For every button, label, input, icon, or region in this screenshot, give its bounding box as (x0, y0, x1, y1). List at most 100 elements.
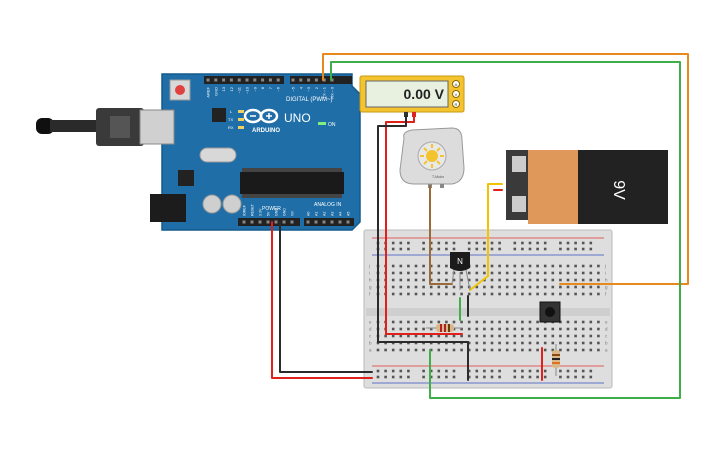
breadboard-hole[interactable] (429, 320, 433, 324)
breadboard-hole[interactable] (513, 264, 517, 268)
breadboard-hole[interactable] (559, 292, 562, 296)
breadboard-hole[interactable] (475, 241, 479, 245)
multimeter[interactable]: 0.00 V A V R (359, 75, 465, 117)
breadboard-hole[interactable] (574, 369, 577, 373)
breadboard-hole[interactable] (589, 292, 593, 296)
breadboard-hole[interactable] (467, 341, 471, 345)
breadboard-hole[interactable] (498, 327, 501, 331)
breadboard-hole[interactable] (475, 320, 479, 324)
breadboard-hole[interactable] (422, 348, 425, 352)
breadboard-hole[interactable] (490, 348, 494, 352)
header-pin[interactable] (314, 78, 318, 82)
breadboard-hole[interactable] (452, 334, 456, 338)
header-pin[interactable] (261, 78, 265, 82)
header-pin[interactable] (314, 220, 318, 224)
breadboard-hole[interactable] (513, 334, 517, 338)
header-pin[interactable] (322, 220, 326, 224)
wires[interactable] (271, 53, 689, 399)
breadboard-hole[interactable] (483, 285, 486, 289)
header-pin[interactable] (206, 78, 210, 82)
analog-header[interactable] (304, 218, 354, 226)
breadboard-hole[interactable] (559, 369, 562, 373)
battery-9v[interactable]: 9V (506, 150, 668, 224)
breadboard-hole[interactable] (437, 369, 441, 373)
breadboard-hole[interactable] (505, 292, 509, 296)
header-pin[interactable] (274, 220, 278, 224)
breadboard-hole[interactable] (429, 264, 433, 268)
breadboard-hole[interactable] (574, 334, 577, 338)
breadboard-hole[interactable] (505, 278, 509, 282)
breadboard-hole[interactable] (589, 334, 593, 338)
breadboard-hole[interactable] (574, 247, 577, 251)
breadboard-hole[interactable] (589, 285, 593, 289)
breadboard-hole[interactable] (597, 348, 600, 352)
breadboard-hole[interactable] (391, 375, 395, 379)
breadboard-hole[interactable] (414, 285, 418, 289)
breadboard-hole[interactable] (536, 271, 539, 275)
breadboard-hole[interactable] (597, 271, 600, 275)
breadboard-hole[interactable] (429, 278, 433, 282)
breadboard-hole[interactable] (559, 327, 562, 331)
breadboard-hole[interactable] (384, 369, 387, 373)
mode-button-a[interactable] (452, 80, 460, 88)
breadboard-hole[interactable] (551, 348, 555, 352)
breadboard-hole[interactable] (581, 278, 585, 282)
resistor-1[interactable] (426, 324, 462, 332)
breadboard-hole[interactable] (407, 285, 410, 289)
breadboard-hole[interactable] (498, 247, 501, 251)
breadboard-hole[interactable] (543, 334, 547, 338)
breadboard-hole[interactable] (566, 348, 570, 352)
breadboard-hole[interactable] (391, 320, 395, 324)
breadboard-hole[interactable] (513, 285, 517, 289)
breadboard-hole[interactable] (452, 369, 456, 373)
breadboard-hole[interactable] (581, 341, 585, 345)
breadboard-hole[interactable] (536, 264, 539, 268)
breadboard-hole[interactable] (445, 285, 448, 289)
breadboard-hole[interactable] (475, 264, 479, 268)
breadboard-hole[interactable] (551, 271, 555, 275)
breadboard-hole[interactable] (528, 241, 532, 245)
breadboard-hole[interactable] (498, 341, 501, 345)
breadboard-hole[interactable] (391, 348, 395, 352)
breadboard-hole[interactable] (536, 247, 539, 251)
breadboard-hole[interactable] (490, 375, 494, 379)
breadboard-hole[interactable] (513, 278, 517, 282)
breadboard-hole[interactable] (475, 285, 479, 289)
breadboard-hole[interactable] (528, 375, 532, 379)
breadboard-hole[interactable] (399, 375, 403, 379)
breadboard-hole[interactable] (384, 348, 387, 352)
breadboard-hole[interactable] (536, 375, 539, 379)
breadboard-hole[interactable] (483, 292, 486, 296)
breadboard-hole[interactable] (581, 285, 585, 289)
breadboard-hole[interactable] (528, 271, 532, 275)
header-pin[interactable] (307, 78, 311, 82)
breadboard-hole[interactable] (437, 278, 441, 282)
breadboard-hole[interactable] (414, 278, 418, 282)
breadboard-hole[interactable] (543, 264, 547, 268)
breadboard-hole[interactable] (543, 369, 547, 373)
breadboard-hole[interactable] (467, 375, 471, 379)
breadboard-hole[interactable] (483, 327, 486, 331)
breadboard-hole[interactable] (498, 348, 501, 352)
breadboard-hole[interactable] (429, 375, 433, 379)
breadboard-hole[interactable] (475, 247, 479, 251)
header-pin[interactable] (250, 220, 254, 224)
breadboard-hole[interactable] (452, 375, 456, 379)
breadboard-hole[interactable] (513, 348, 517, 352)
breadboard-hole[interactable] (407, 320, 410, 324)
header-pin[interactable] (338, 220, 342, 224)
breadboard-hole[interactable] (521, 271, 524, 275)
breadboard-hole[interactable] (460, 334, 463, 338)
breadboard-hole[interactable] (566, 247, 570, 251)
breadboard-hole[interactable] (437, 375, 441, 379)
breadboard-hole[interactable] (452, 241, 456, 245)
breadboard-hole[interactable] (445, 320, 448, 324)
breadboard-hole[interactable] (513, 375, 517, 379)
breadboard-hole[interactable] (391, 271, 395, 275)
breadboard-hole[interactable] (445, 278, 448, 282)
breadboard-hole[interactable] (445, 369, 448, 373)
mode-button-v[interactable] (452, 90, 460, 98)
breadboard-hole[interactable] (528, 327, 532, 331)
breadboard-hole[interactable] (513, 292, 517, 296)
